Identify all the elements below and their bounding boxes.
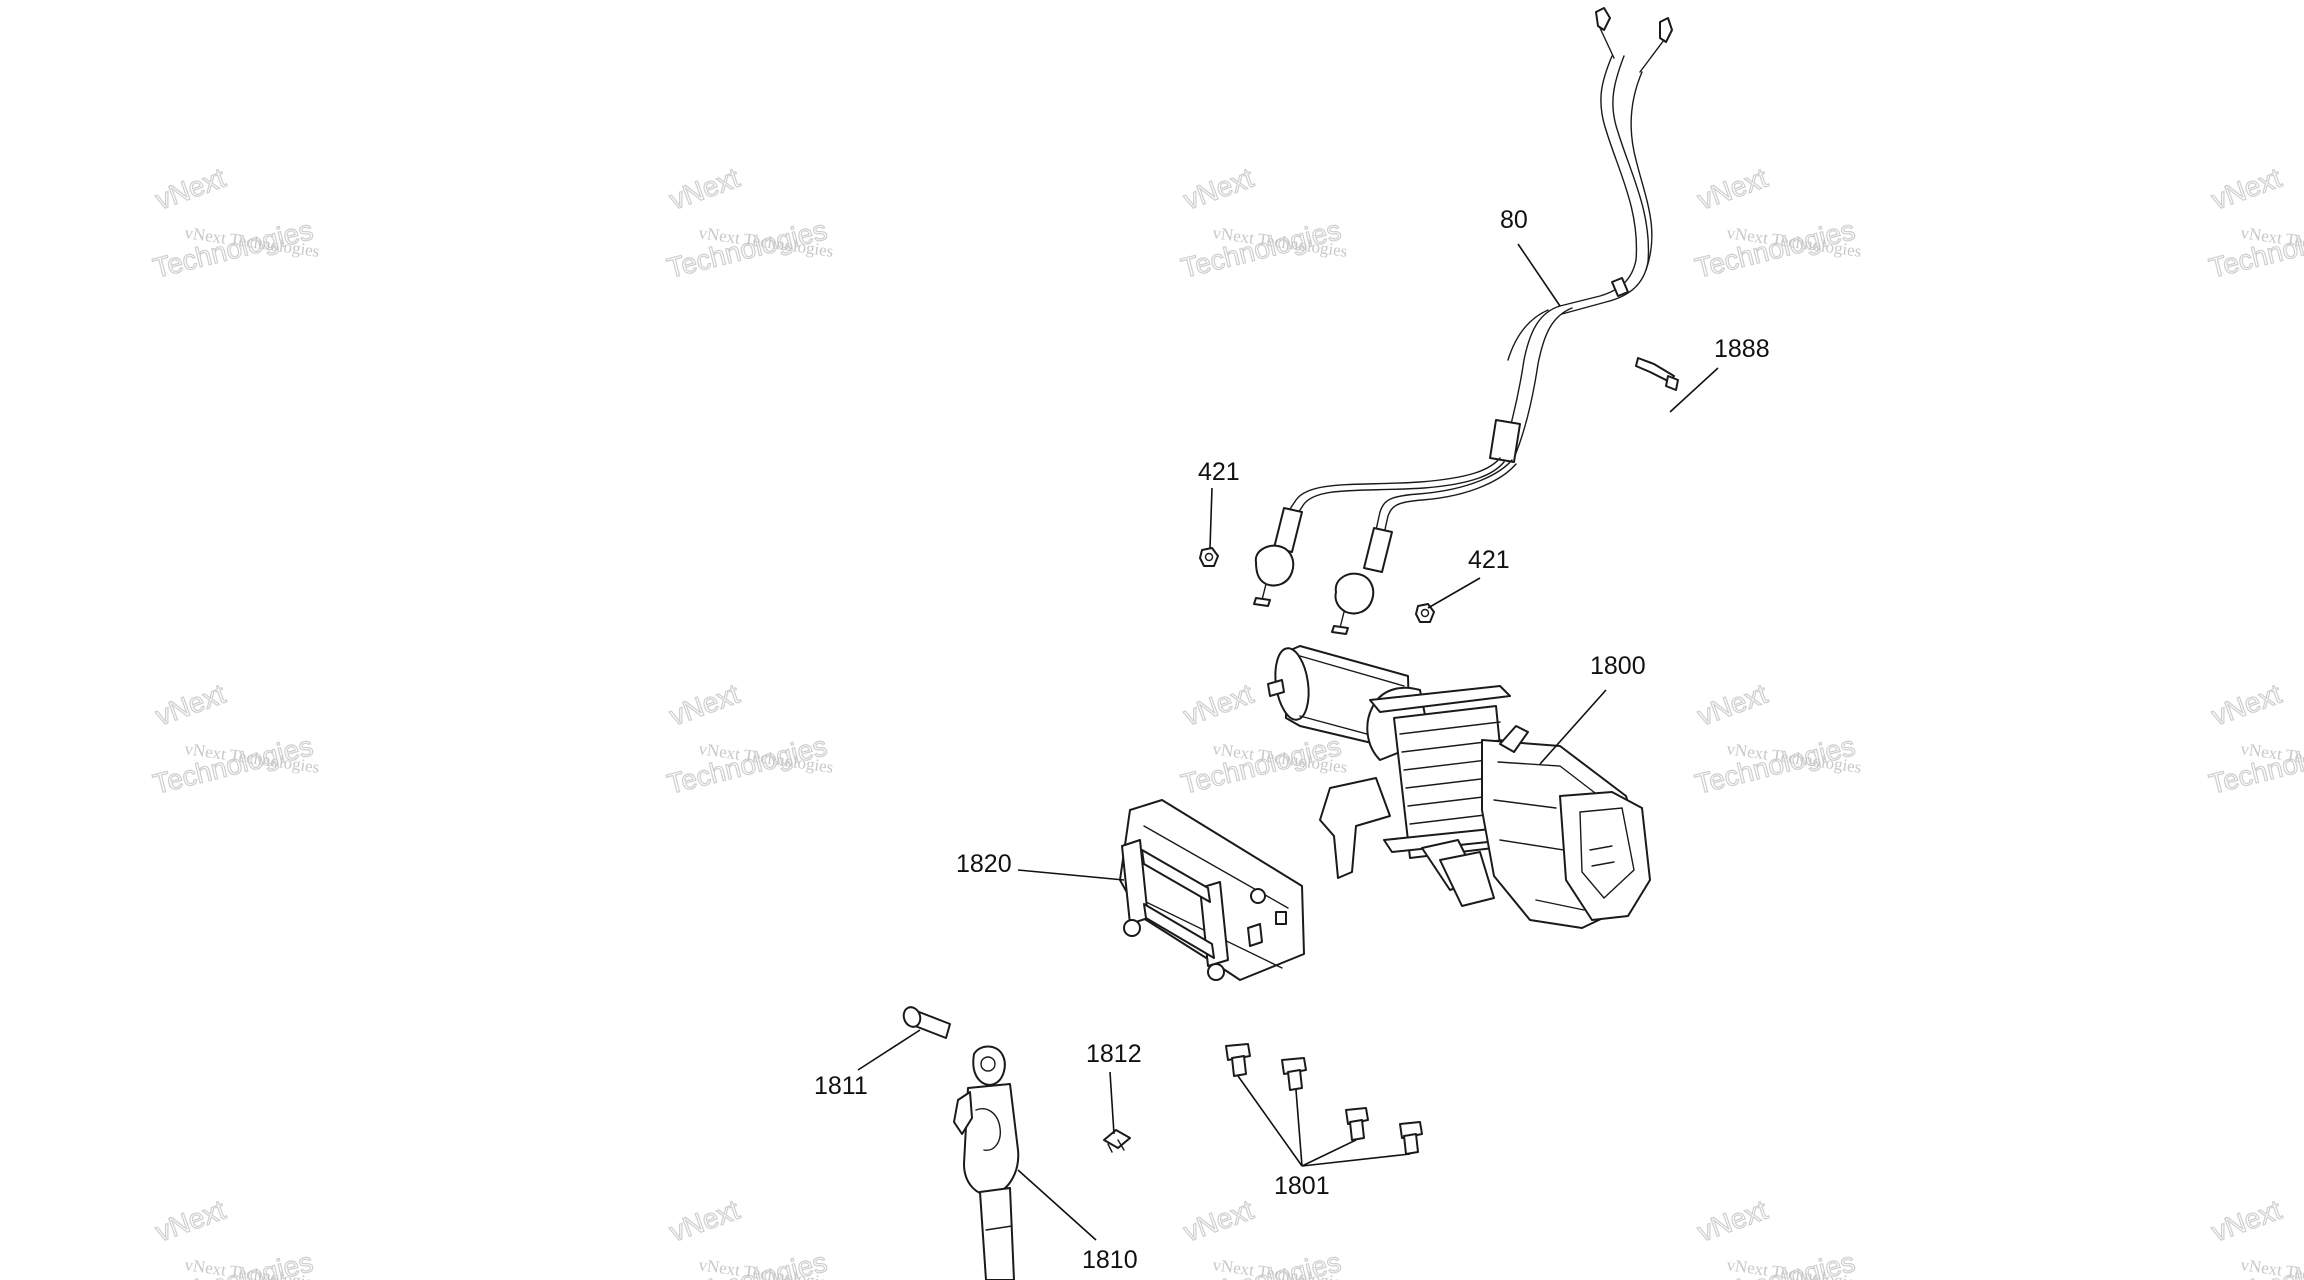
watermark-text-brand: vNext bbox=[2207, 678, 2285, 732]
watermark-text-brand: vNext bbox=[1693, 1194, 1771, 1248]
callout-1811: 1811 bbox=[814, 1072, 868, 1100]
watermark-text-brand: vNext bbox=[1693, 162, 1771, 216]
watermark-text-brand: vNext bbox=[665, 678, 743, 732]
watermark-text-brand: vNext bbox=[665, 1194, 743, 1248]
leader-lines bbox=[857, 243, 1719, 1241]
callout-421-left: 421 bbox=[1198, 458, 1240, 486]
watermark-text-brand: vNext bbox=[2207, 1194, 2285, 1248]
watermark-text-brand: vNext bbox=[151, 162, 229, 216]
nut-421-right[interactable] bbox=[1415, 603, 1435, 623]
bolt-1801-b[interactable] bbox=[1281, 1057, 1307, 1091]
callout-1800: 1800 bbox=[1590, 652, 1646, 680]
watermark-text-brand: vNext bbox=[151, 678, 229, 732]
bolt-1801-a[interactable] bbox=[1225, 1043, 1251, 1077]
cotter-pin-1812[interactable] bbox=[1103, 1129, 1131, 1153]
callout-1812: 1812 bbox=[1086, 1040, 1142, 1068]
hook-strap-1810[interactable] bbox=[953, 1045, 1020, 1280]
watermark-text-brand: vNext bbox=[665, 162, 743, 216]
callout-1820: 1820 bbox=[956, 850, 1012, 878]
bolt-1801-d[interactable] bbox=[1399, 1121, 1423, 1155]
cable-tie-1888[interactable] bbox=[1635, 357, 1679, 391]
callout-80: 80 bbox=[1500, 206, 1528, 234]
callout-labels: 80 1888 421 421 1800 1820 1811 1812 1801… bbox=[814, 206, 1770, 1274]
watermark-text-brand: vNext bbox=[1179, 1194, 1257, 1248]
bolt-1801-c[interactable] bbox=[1345, 1107, 1369, 1141]
nut-421-left[interactable] bbox=[1199, 547, 1219, 567]
watermark-text-brand: vNext bbox=[1179, 678, 1257, 732]
watermark-text-brand: vNext bbox=[1179, 162, 1257, 216]
watermark-text-brand: vNext bbox=[1693, 678, 1771, 732]
callout-1801: 1801 bbox=[1274, 1172, 1330, 1200]
watermark-text-brand: vNext bbox=[2207, 162, 2285, 216]
cable-harness-80[interactable] bbox=[1253, 7, 1673, 635]
winch-1800[interactable] bbox=[1267, 645, 1651, 929]
watermark-text-brand: vNext bbox=[151, 1194, 229, 1248]
roller-fairlead-1820[interactable] bbox=[1119, 799, 1305, 981]
callout-421-right: 421 bbox=[1468, 546, 1510, 574]
callout-1888: 1888 bbox=[1714, 335, 1770, 363]
callout-1810: 1810 bbox=[1082, 1246, 1138, 1274]
clevis-pin-1811[interactable] bbox=[901, 1005, 951, 1039]
